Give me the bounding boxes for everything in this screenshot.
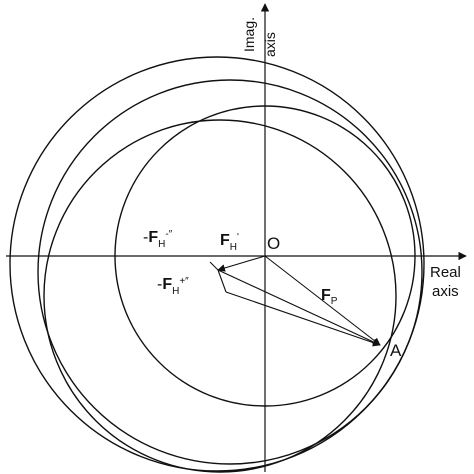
vector-fh-small-2 <box>217 269 227 293</box>
vector-fh-plus-to-a-line <box>225 291 381 347</box>
vector-fh-plus-label: -FH+″ <box>157 276 189 297</box>
vector-fp-label: FP <box>321 287 338 307</box>
vector-fp-line <box>264 255 381 346</box>
origin-label: O <box>267 234 280 253</box>
imag-axis-label-line2: axis <box>262 32 278 57</box>
circle-large <box>9 56 425 472</box>
point-a-label: A <box>390 341 402 360</box>
vector-fh-minus-label: -FH-″ <box>143 229 173 250</box>
vector-fh-prime-line <box>217 255 266 272</box>
vector-fh-prime-label: FH' <box>220 232 239 253</box>
circle-tilted <box>37 79 423 465</box>
circle-middle <box>43 119 397 473</box>
vector-fh-minus-to-a-line <box>217 269 381 346</box>
real-axis-label-line1: Real <box>430 264 461 281</box>
real-axis-label-line2: axis <box>432 283 459 300</box>
vector-fh-small-1 <box>209 261 219 271</box>
imag-axis-label-line1: Imag. <box>241 17 257 52</box>
